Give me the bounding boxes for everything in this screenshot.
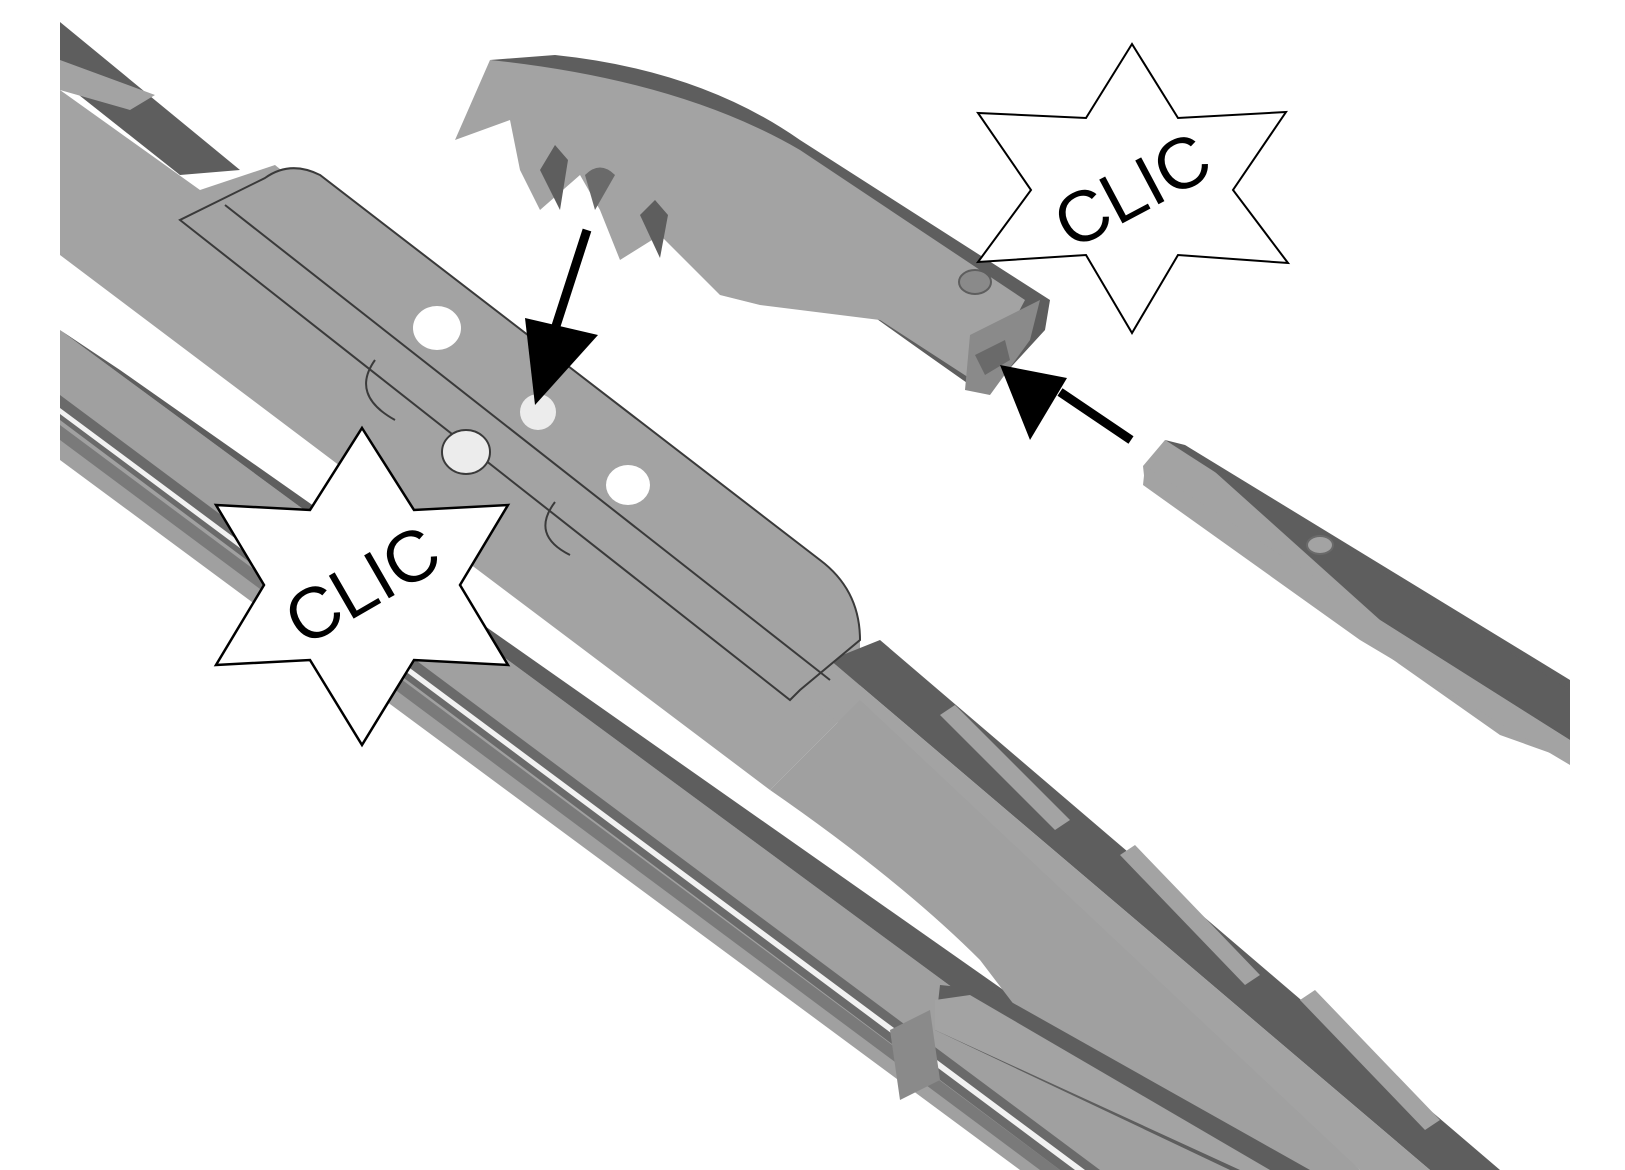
bracket-hole-target <box>520 394 556 430</box>
bracket-hole <box>413 306 461 350</box>
adapter-hole <box>958 269 992 295</box>
arrow-adapter-to-bracket <box>525 228 598 405</box>
arm-pin <box>1306 535 1334 555</box>
clic-callout-top-right: CLIC <box>975 42 1291 335</box>
bracket-hole <box>441 429 491 475</box>
wiper-arm <box>1143 440 1570 765</box>
bracket-hole <box>606 465 650 505</box>
arrow-arm-to-adapter <box>1000 365 1134 444</box>
blade-bracket <box>178 167 862 702</box>
clic-callout-bottom-left: CLIC <box>213 425 511 748</box>
adapter <box>455 55 1050 395</box>
